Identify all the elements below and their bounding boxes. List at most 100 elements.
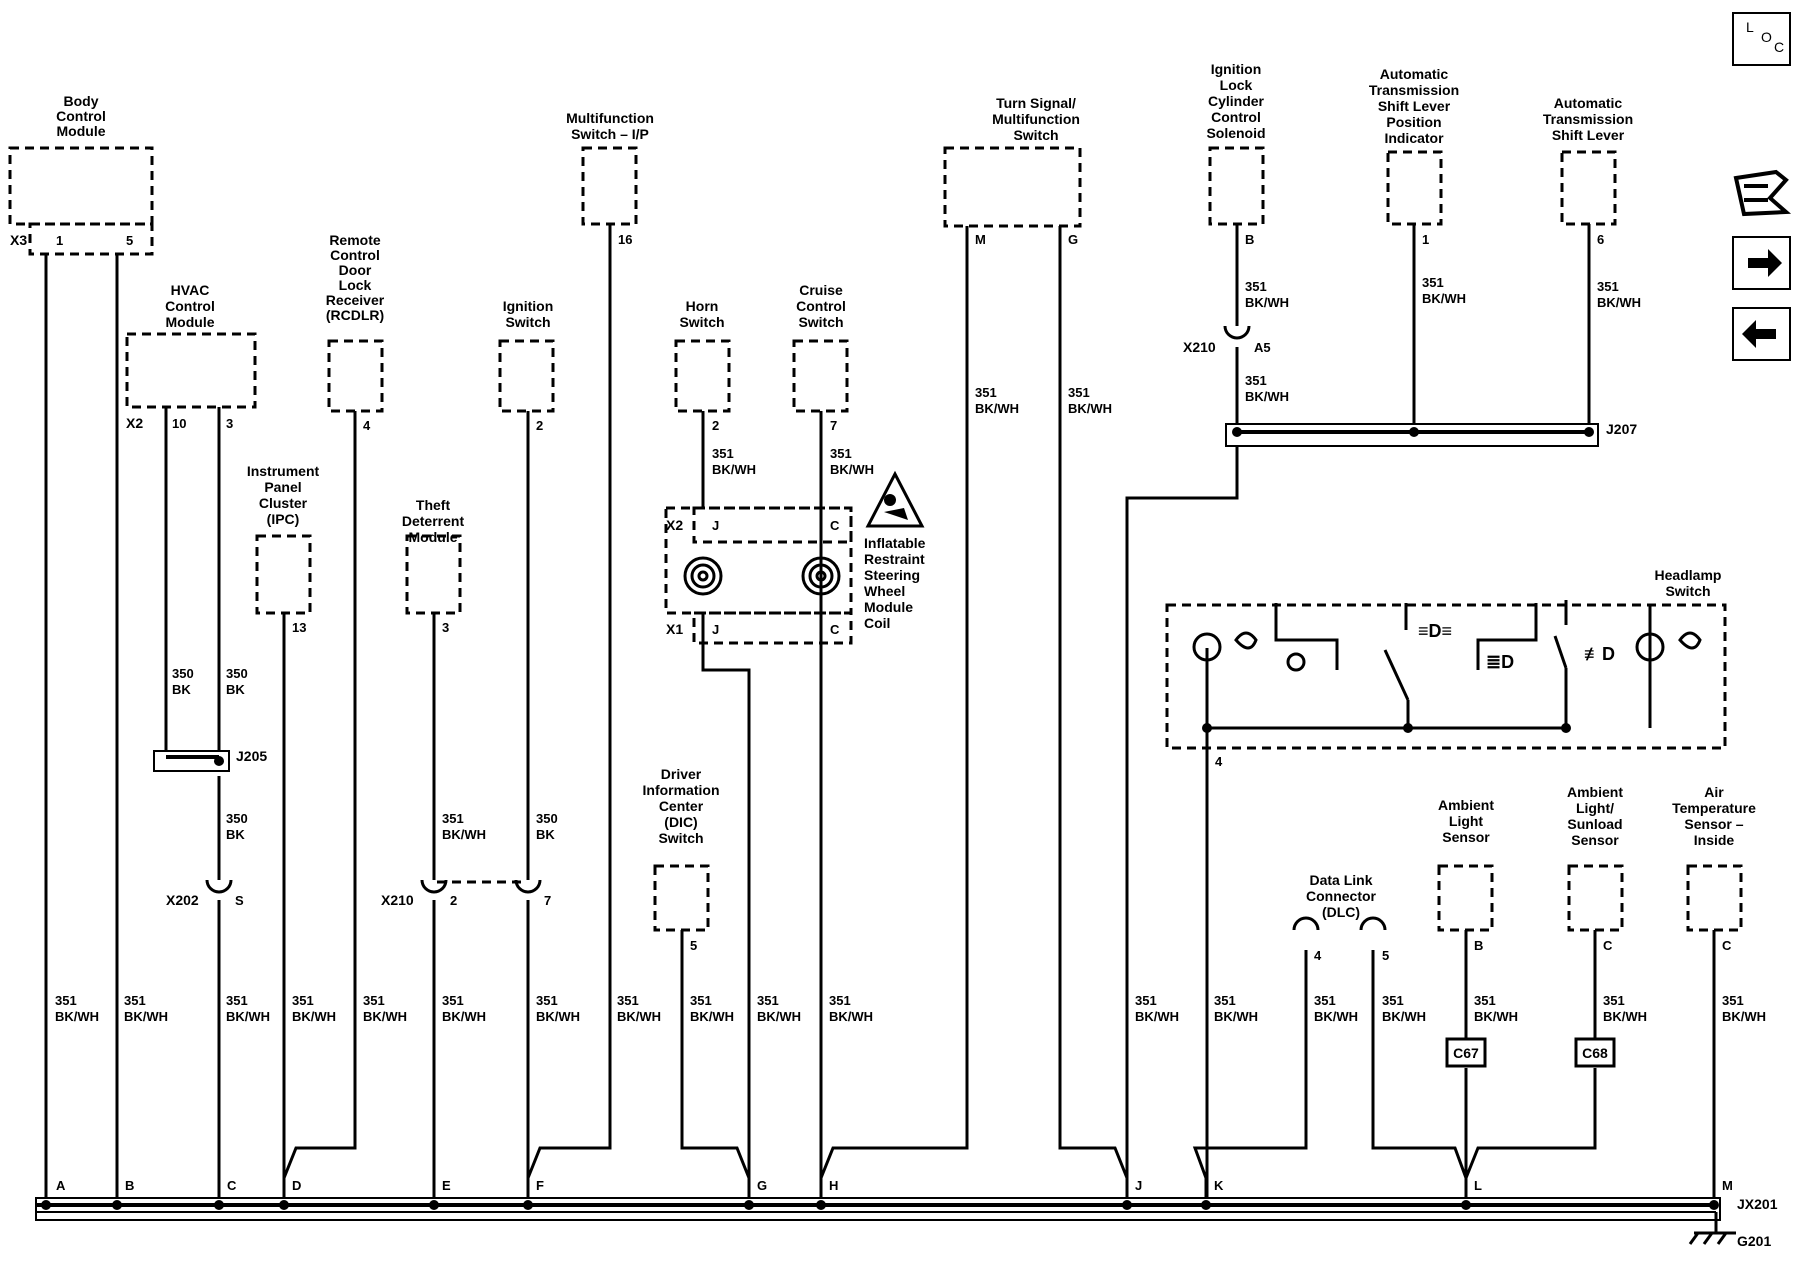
wire-color-label-30: BK	[536, 827, 555, 842]
module-label-turn-2: Switch	[1013, 127, 1058, 143]
pin-label-jJ: J	[1135, 1178, 1142, 1193]
connector-label-jx201: JX201	[1737, 1196, 1778, 1212]
bcm-connector-box	[28, 222, 154, 256]
pin-label-cruise7: 7	[830, 418, 837, 433]
pin-label-coil_j_bot: J	[712, 622, 719, 637]
wire-circuit-label-1: 351	[124, 993, 146, 1008]
wire-circuit-label-7: 351	[617, 993, 639, 1008]
wire-circuit-label-28: 350	[226, 666, 248, 681]
module-label-sunload-3: Sensor	[1571, 832, 1619, 848]
connector-view-icon[interactable]	[1733, 169, 1792, 217]
module-label-ign-1: Switch	[505, 314, 550, 330]
module-label-hvac-0: HVAC	[171, 282, 210, 298]
pin-label-bcm5: 5	[126, 233, 133, 248]
wire-circuit-label-16: 351	[1603, 993, 1625, 1008]
location-button[interactable]	[1732, 12, 1791, 66]
wire-circuit-label-12: 351	[1214, 993, 1236, 1008]
wire-color-label-17: BK/WH	[1722, 1009, 1766, 1024]
ground-symbol	[1688, 1212, 1736, 1245]
wire-color-label-0: BK/WH	[55, 1009, 99, 1024]
module-label-dic-2: Center	[659, 798, 704, 814]
pin-label-shiftpos1: 1	[1422, 232, 1429, 247]
ipc-box	[255, 534, 312, 615]
pin-label-jG: G	[757, 1178, 767, 1193]
wire-color-label-16: BK/WH	[1603, 1009, 1647, 1024]
module-label-lock-3: Control	[1211, 109, 1261, 125]
module-label-shift-2: Shift Lever	[1552, 127, 1625, 143]
module-label-shiftpos-4: Indicator	[1384, 130, 1444, 146]
connector-label-x202: X202	[166, 892, 199, 908]
connector-label-x3: X3	[10, 232, 27, 248]
wire-color-label-29: BK	[226, 827, 245, 842]
dlc-pin4	[1292, 916, 1320, 931]
module-label-amb-1: Light	[1449, 813, 1484, 829]
connector-label-c68: C68	[1582, 1045, 1608, 1061]
nav-icons[interactable]: L O C	[1732, 12, 1792, 361]
dlc-pin5	[1359, 916, 1387, 931]
module-label-ipc-3: (IPC)	[267, 511, 300, 527]
module-label-shift-0: Automatic	[1554, 95, 1623, 111]
wire-color-label-1: BK/WH	[124, 1009, 168, 1024]
pin-label-dic5: 5	[690, 938, 697, 953]
module-label-lock-1: Lock	[1220, 77, 1253, 93]
module-label-dlc-2: (DLC)	[1322, 904, 1360, 920]
high-beam-icon: ≡D≡	[1418, 621, 1452, 641]
dic-box	[653, 864, 710, 932]
pin-label-horn2: 2	[712, 418, 719, 433]
module-label-turn-0: Turn Signal/	[996, 95, 1076, 111]
module-label-rcdlr-2: Door	[339, 262, 372, 278]
module-label-airtemp-1: Temperature	[1672, 800, 1756, 816]
module-label-cruise-2: Switch	[798, 314, 843, 330]
wire-circuit-label-8: 351	[690, 993, 712, 1008]
wire-circuit-label-2: 351	[226, 993, 248, 1008]
x210-b-connector	[514, 879, 542, 894]
module-label-horn-1: Switch	[679, 314, 724, 330]
instrument-dimmer-icon	[1234, 631, 1258, 650]
connector-label-g201: G201	[1737, 1233, 1771, 1249]
connector-label-x210_b: X210	[1183, 339, 1216, 355]
pin-label-bcm1: 1	[56, 233, 63, 248]
module-label-cruise-0: Cruise	[799, 282, 843, 298]
connector-label-x2_hvac: X2	[126, 415, 143, 431]
lock-box	[1208, 146, 1265, 226]
module-label-theft-2: Module	[409, 529, 458, 545]
module-label-airbag-5: Coil	[864, 615, 890, 631]
wire-color-label-21: BK/WH	[975, 401, 1019, 416]
coil-j-icon	[683, 556, 723, 596]
module-label-headlamp-0: Headlamp	[1655, 567, 1722, 583]
off-position-icon	[1286, 652, 1306, 672]
pin-label-jL: L	[1474, 1178, 1482, 1193]
x202-connector	[205, 879, 233, 894]
connector-label-x2_coil: X2	[666, 517, 683, 533]
pin-label-coil_c_top: C	[830, 518, 840, 533]
park-lamp-icon-2	[1635, 632, 1665, 662]
pin-label-x202_s: S	[235, 893, 244, 908]
wire-color-label-5: BK/WH	[442, 1009, 486, 1024]
module-label-lock-4: Solenoid	[1206, 125, 1265, 141]
wire-color-label-11: BK/WH	[1135, 1009, 1179, 1024]
module-label-rcdlr-3: Lock	[339, 277, 372, 293]
module-label-mfs-1: Switch – I/P	[571, 126, 649, 142]
pin-label-jK: K	[1214, 1178, 1224, 1193]
wire-circuit-label-13: 351	[1314, 993, 1336, 1008]
pin-label-turnG: G	[1068, 232, 1078, 247]
wire-circuit-label-15: 351	[1474, 993, 1496, 1008]
inline-connectors	[205, 325, 1387, 931]
wire-color-label-25: BK/WH	[1422, 291, 1466, 306]
module-label-bcm-2: Module	[57, 123, 106, 139]
module-label-sunload-1: Light/	[1576, 800, 1614, 816]
pin-label-sunC: C	[1603, 938, 1613, 953]
module-label-lock-2: Cylinder	[1208, 93, 1265, 109]
wire-circuit-label-6: 351	[536, 993, 558, 1008]
wire-color-label-20: BK/WH	[830, 462, 874, 477]
connector-label-c67: C67	[1453, 1045, 1479, 1061]
wire-circuit-label-4: 351	[363, 993, 385, 1008]
wire-color-label-2: BK/WH	[226, 1009, 270, 1024]
connector-label-x1_coil: X1	[666, 621, 683, 637]
pin-label-jM: M	[1722, 1178, 1733, 1193]
module-label-airtemp-3: Inside	[1694, 832, 1735, 848]
wire-circuit-label-21: 351	[975, 385, 997, 400]
module-label-ipc-2: Cluster	[259, 495, 308, 511]
wire-color-label-28: BK	[226, 682, 245, 697]
